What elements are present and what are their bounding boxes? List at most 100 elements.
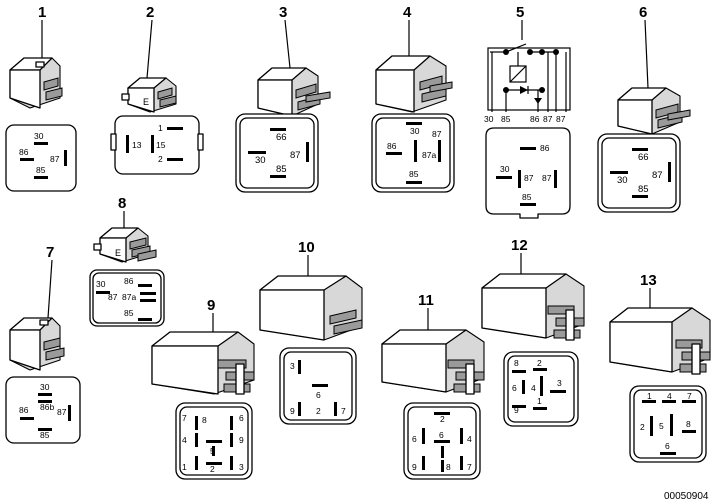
relay-5-pinout: 86 30 87 87 85 xyxy=(485,127,571,219)
relay-3-pin: 30 xyxy=(255,155,266,166)
relay-3-pin: 66 xyxy=(276,132,287,143)
relay-9-pin: 9 xyxy=(239,435,244,445)
relay-8-pinout: 30 86 87 87a 85 xyxy=(89,269,165,327)
relay-7-pin: 86 xyxy=(19,405,29,415)
relay-10-pin: 7 xyxy=(341,406,346,416)
relay-9-label: 9 xyxy=(207,297,215,314)
relay-10-pin: 2 xyxy=(316,406,321,416)
relay-6-pin: 87 xyxy=(652,170,663,181)
relay-8-pin: 86 xyxy=(124,276,134,286)
relay-13-pin: 5 xyxy=(659,421,664,431)
relay-9-pin: 1 xyxy=(182,462,187,472)
relay-9-pin: 2 xyxy=(210,464,215,474)
relay-7-pin: 30 xyxy=(40,382,50,392)
relay-2-pin: 15 xyxy=(156,140,166,150)
part-number: 00050904 xyxy=(664,491,709,502)
relay-2-pin: 13 xyxy=(132,140,142,150)
relay-11-pinout: 2 6 6 4 9 8 7 xyxy=(403,402,481,480)
relay-1-pin: 87 xyxy=(50,154,60,164)
relay-10: 10 3 6 9 2 7 xyxy=(259,239,363,425)
relay-3: 3 66 30 87 85 xyxy=(235,4,331,193)
relay-12-pin: 9 xyxy=(514,405,519,415)
relay-8-pin: 85 xyxy=(124,308,134,318)
relay-3-pin: 85 xyxy=(276,164,287,175)
relay-7-label: 7 xyxy=(46,244,54,261)
relay-4-pinout: 30 87 86 87a 85 xyxy=(371,113,455,193)
relay-12-pin: 3 xyxy=(557,378,562,388)
relay-7-pin: 86b xyxy=(40,402,54,412)
relay-8-pin: 30 xyxy=(96,279,106,289)
relay-8-pin: 87 xyxy=(108,292,118,302)
relay-2: 2 E 1 13 15 2 xyxy=(110,4,204,175)
relay-2-label: 2 xyxy=(146,4,154,21)
relay-5-pin: 85 xyxy=(522,192,532,202)
relay-2-pin: 1 xyxy=(158,123,163,133)
relay-3-pinout: 66 30 87 85 xyxy=(235,113,319,193)
relay-11-pin: 6 xyxy=(439,430,444,440)
relay-13-label: 13 xyxy=(640,272,657,289)
relay-11-label: 11 xyxy=(418,292,434,309)
relay-4-pin: 86 xyxy=(387,141,397,151)
relay-6-pinout: 66 30 87 85 xyxy=(597,133,681,213)
relay-8: 8 E 30 86 87 87a 85 xyxy=(89,195,165,327)
relay-5-pin: 87 xyxy=(543,114,553,124)
relay-11-pin: 7 xyxy=(467,462,472,472)
relay-9-pin: 6 xyxy=(239,413,244,423)
relay-3-body xyxy=(257,67,331,117)
relay-9-pin: 5 xyxy=(210,446,215,456)
relay-8-body: E xyxy=(93,227,157,263)
relay-13-pin: 1 xyxy=(647,391,652,401)
svg-text:E: E xyxy=(115,248,121,258)
relay-5-pin: 30 xyxy=(500,164,510,174)
relay-1-label: 1 xyxy=(38,4,46,21)
relay-5-pin: 30 xyxy=(484,114,494,124)
relay-9-pin: 3 xyxy=(239,462,244,472)
relay-5-pin: 85 xyxy=(501,114,511,124)
relay-1-pinout: 30 86 87 85 xyxy=(5,124,77,192)
relay-5-pin: 86 xyxy=(530,114,540,124)
relay-4-label: 4 xyxy=(403,4,412,21)
relay-12-pin: 6 xyxy=(512,383,517,393)
relay-5: 5 30 85 86 xyxy=(484,4,571,219)
relay-4-pin: 85 xyxy=(409,169,419,179)
relay-10-pin: 9 xyxy=(290,406,295,416)
relay-2-pin: 2 xyxy=(158,154,163,164)
relay-7: 7 30 86b 86 87 85 xyxy=(5,244,81,444)
relay-5-pin: 86 xyxy=(540,143,550,153)
relay-2-pinout: 1 13 15 2 xyxy=(110,115,204,175)
relay-13-pin: 6 xyxy=(665,441,670,451)
relay-4-pin: 87 xyxy=(432,129,442,139)
relay-6-pin: 85 xyxy=(638,184,649,195)
relay-13-pin: 2 xyxy=(640,422,645,432)
relay-9-pin: 8 xyxy=(202,415,207,425)
relay-5-pin: 87 xyxy=(524,173,534,183)
relay-8-pin: 87a xyxy=(122,292,136,302)
relay-12: 12 8 2 6 4 3 9 1 xyxy=(481,237,585,427)
relay-1-body xyxy=(9,57,63,109)
relay-13-pin: 4 xyxy=(667,391,672,401)
relay-12-pin: 8 xyxy=(514,358,519,368)
relay-10-pin: 6 xyxy=(316,390,321,400)
relay-6-pin: 30 xyxy=(617,175,628,186)
relay-4-pin: 30 xyxy=(410,126,420,136)
relay-2-body: E xyxy=(121,77,177,113)
relay-11-pin: 6 xyxy=(412,434,417,444)
relay-10-body xyxy=(259,275,363,341)
relay-12-pin: 1 xyxy=(537,396,542,406)
relay-11-pin: 9 xyxy=(412,462,417,472)
relay-4-body xyxy=(375,55,453,113)
relay-12-pinout: 8 2 6 4 3 9 1 xyxy=(503,351,579,427)
svg-text:E: E xyxy=(143,97,149,107)
relay-7-pinout: 30 86b 86 87 85 xyxy=(5,376,81,444)
relay-4-pin: 87a xyxy=(422,150,436,160)
relay-13: 13 1 4 7 2 5 8 6 xyxy=(609,272,711,463)
relay-11-pin: 4 xyxy=(467,434,472,444)
relay-12-label: 12 xyxy=(511,237,528,254)
relay-10-pinout: 3 6 9 2 7 xyxy=(279,347,357,425)
relay-12-pin: 4 xyxy=(531,383,536,393)
relay-9: 9 7 8 6 4 5 9 xyxy=(151,297,255,480)
relay-7-body xyxy=(9,317,65,371)
relay-13-pin: 7 xyxy=(687,391,692,401)
relay-12-body xyxy=(481,273,585,341)
relay-3-pin: 87 xyxy=(290,150,301,161)
